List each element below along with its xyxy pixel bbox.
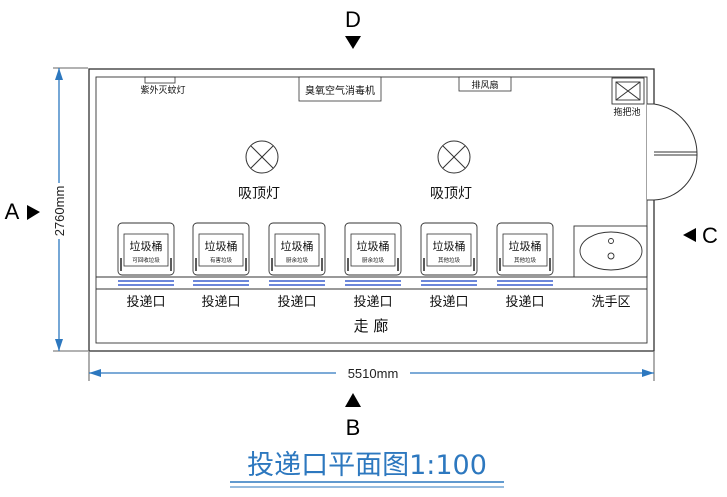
uv-lamp-label: 紫外灭蚊灯 xyxy=(140,84,185,96)
direction-b-label: B xyxy=(346,415,361,440)
direction-c-label: C xyxy=(702,223,718,248)
bin-unit: 垃圾桶 有害垃圾 xyxy=(192,222,250,286)
bin-type: 可回收垃圾 xyxy=(132,256,160,264)
bin-unit: 垃圾桶 厨余垃圾 xyxy=(344,222,402,286)
bin-unit: 垃圾桶 其他垃圾 xyxy=(496,222,554,286)
drawing-title: 投递口平面图1:100 xyxy=(247,450,487,481)
bin-label: 垃圾桶 xyxy=(433,239,466,253)
width-dimension: 5510mm xyxy=(88,352,655,381)
width-dimension-text: 5510mm xyxy=(348,366,399,381)
height-dimension-text: 2760mm xyxy=(52,186,67,237)
bin-type: 厨余垃圾 xyxy=(362,256,385,264)
ceiling-light-label: 吸顶灯 xyxy=(238,186,280,202)
wash-area-label: 洗手区 xyxy=(591,295,630,310)
opening-label: 投递口 xyxy=(353,294,392,310)
bin-type: 厨余垃圾 xyxy=(286,256,309,264)
mop-pool-icon xyxy=(611,77,645,105)
bin-type: 有害垃圾 xyxy=(210,256,233,264)
bin-type: 其他垃圾 xyxy=(438,256,461,264)
bin-label: 垃圾桶 xyxy=(357,239,390,253)
direction-c-arrow xyxy=(683,228,696,242)
ceiling-light-label: 吸顶灯 xyxy=(430,186,472,202)
direction-d-arrow xyxy=(345,36,361,49)
opening-label: 投递口 xyxy=(277,294,316,310)
height-dimension: 2760mm xyxy=(52,67,88,352)
bin-unit: 垃圾桶 可回收垃圾 xyxy=(117,222,175,286)
direction-d-label: D xyxy=(345,7,361,32)
corridor-label: 走 廊 xyxy=(354,317,389,335)
bin-type: 其他垃圾 xyxy=(514,256,537,264)
bin-label: 垃圾桶 xyxy=(509,239,542,253)
bin-label: 垃圾桶 xyxy=(205,239,238,253)
exhaust-fan-label: 排风扇 xyxy=(471,79,498,91)
opening-label: 投递口 xyxy=(201,294,240,310)
entrance-door xyxy=(647,103,698,201)
mop-pool-label: 拖把池 xyxy=(613,106,640,118)
direction-a-arrow xyxy=(27,205,40,220)
opening-label: 投递口 xyxy=(429,294,468,310)
wash-basin-icon xyxy=(573,225,648,278)
direction-b-arrow xyxy=(345,393,361,407)
bin-label: 垃圾桶 xyxy=(281,239,314,253)
building-outline xyxy=(88,68,655,352)
ceiling-light-icon xyxy=(437,140,471,174)
ozone-sterilizer-box xyxy=(298,76,382,102)
uv-lamp-icon xyxy=(144,76,176,84)
ceiling-light-icon xyxy=(245,140,279,174)
direction-a-label: A xyxy=(5,199,20,224)
opening-label: 投递口 xyxy=(505,294,544,310)
ozone-sterilizer-label: 臭氧空气消毒机 xyxy=(305,84,375,97)
bin-unit: 垃圾桶 其他垃圾 xyxy=(420,222,478,286)
opening-label: 投递口 xyxy=(126,294,165,310)
exhaust-fan-box xyxy=(458,76,512,92)
bin-label: 垃圾桶 xyxy=(130,239,163,253)
bin-unit: 垃圾桶 厨余垃圾 xyxy=(268,222,326,286)
